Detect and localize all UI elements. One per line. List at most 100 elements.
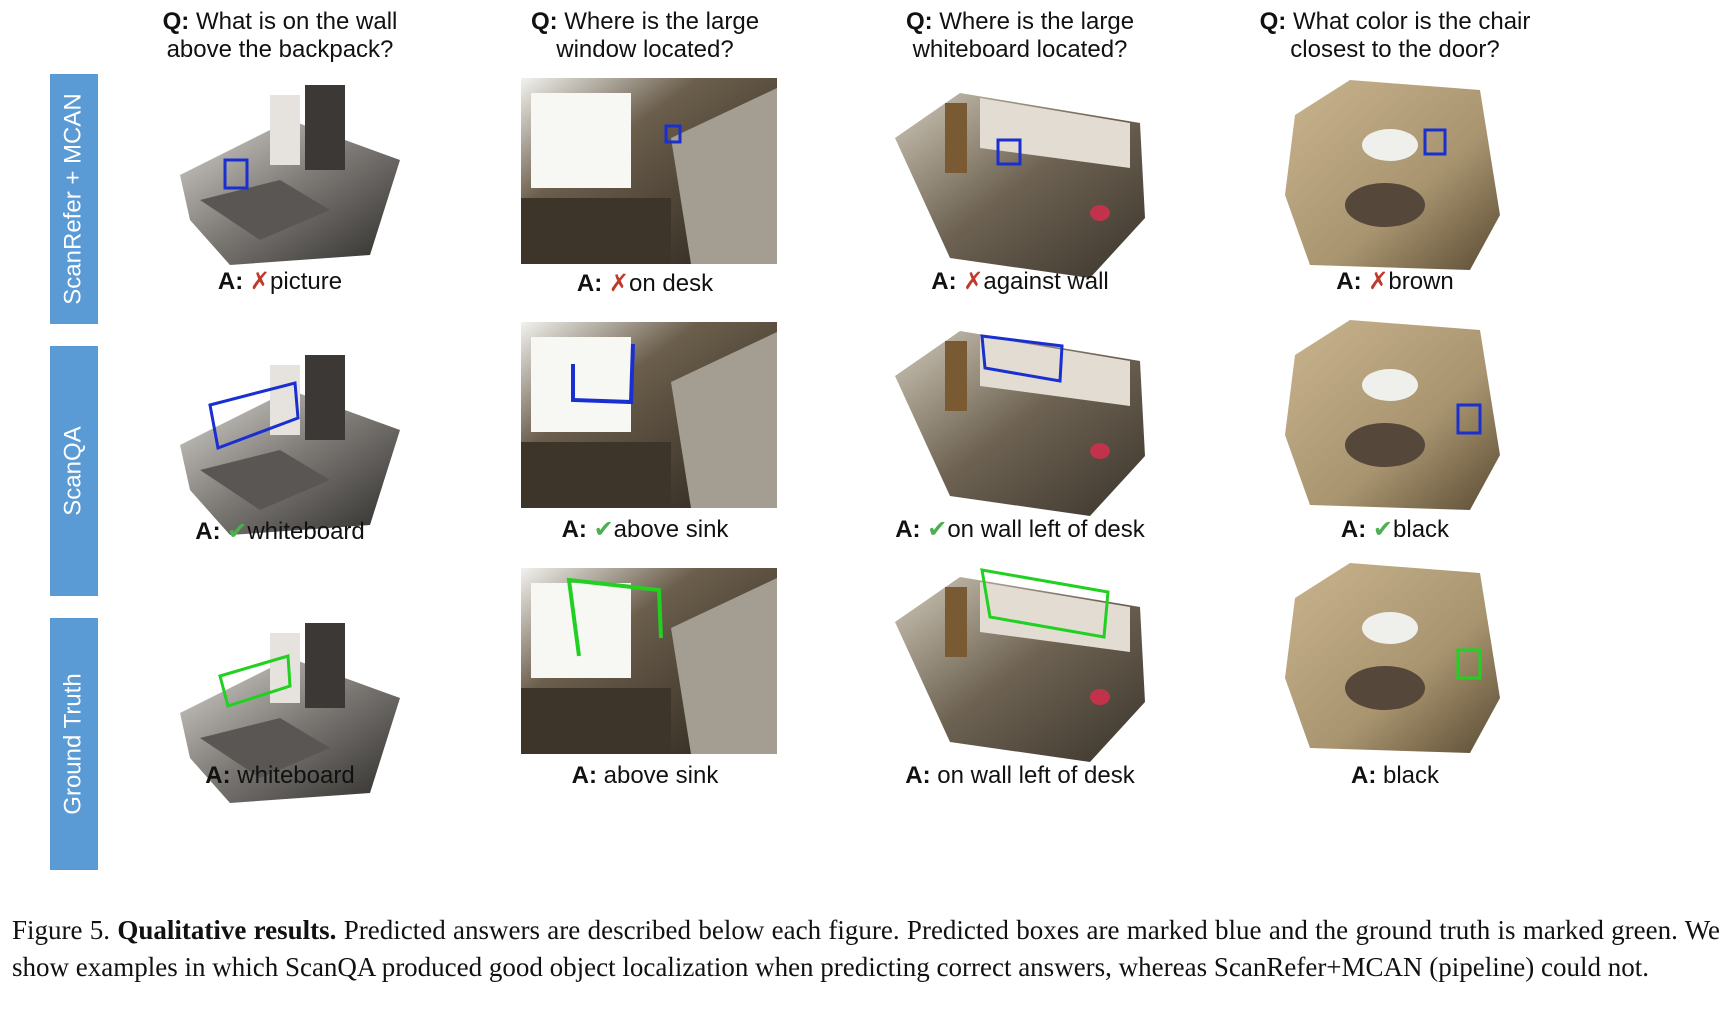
scene-room-kitchen bbox=[170, 618, 410, 808]
question-line1: What color is the chair bbox=[1292, 8, 1531, 35]
answer-prefix: A: bbox=[571, 762, 597, 789]
answer-row1-col4: A: ✗brown bbox=[1230, 268, 1560, 296]
answer-prefix: A: bbox=[895, 516, 921, 543]
scene-room-kitchen bbox=[170, 350, 410, 540]
answer-prefix: A: bbox=[561, 516, 587, 543]
figure-caption: Figure 5. Qualitative results. Predicted… bbox=[12, 912, 1720, 986]
question-line2: closest to the door? bbox=[1290, 36, 1500, 63]
predicted-box bbox=[664, 124, 682, 144]
row-label-scanqa: ScanQA bbox=[50, 346, 98, 596]
answer-text: black bbox=[1382, 762, 1440, 789]
wrong-mark-icon: ✗ bbox=[608, 270, 630, 297]
question-line1: Where is the large bbox=[564, 8, 760, 35]
answer-text: on wall left of desk bbox=[937, 762, 1135, 789]
scene-cafe bbox=[1280, 315, 1510, 515]
answer-prefix: A: bbox=[1340, 516, 1367, 543]
scene-cafe bbox=[1280, 558, 1510, 758]
question-prefix: Q: bbox=[905, 8, 933, 35]
scene-room-kitchen bbox=[170, 80, 410, 270]
caption-body: Predicted answers are described below ea… bbox=[12, 915, 1720, 982]
wrong-mark-icon: ✗ bbox=[963, 268, 984, 295]
answer-text: on wall left of desk bbox=[947, 516, 1145, 543]
ground-truth-box bbox=[566, 577, 663, 657]
answer-row2-col2: A: ✔above sink bbox=[480, 516, 810, 544]
predicted-box bbox=[571, 343, 635, 405]
scene-image bbox=[521, 78, 777, 264]
scene-room-office bbox=[890, 316, 1160, 516]
answer-prefix: A: bbox=[576, 270, 603, 297]
scene-photo-window bbox=[521, 322, 777, 508]
answer-row2-col4: A: ✔black bbox=[1230, 516, 1560, 544]
scene-photo-window bbox=[521, 568, 777, 754]
predicted-box bbox=[208, 381, 300, 451]
answer-row3-col4: A: black bbox=[1230, 762, 1560, 790]
ground-truth-box bbox=[980, 568, 1110, 639]
scene-image bbox=[1285, 80, 1500, 270]
question-line1: What is on the wall bbox=[195, 8, 398, 35]
wrong-mark-icon: ✗ bbox=[249, 268, 271, 295]
answer-row1-col2: A: ✗on desk bbox=[480, 270, 810, 298]
question-line2: above the backpack? bbox=[166, 36, 394, 63]
answer-text: brown bbox=[1388, 268, 1454, 295]
check-mark-icon: ✔ bbox=[593, 516, 614, 543]
answer-text: whiteboard bbox=[247, 518, 365, 545]
row-label-scanrefer-mcan: ScanRefer + MCAN bbox=[50, 74, 98, 324]
question-col-4: Q: What color is the chair closest to th… bbox=[1230, 8, 1560, 64]
answer-text: above sink bbox=[603, 762, 719, 789]
predicted-box bbox=[1423, 128, 1447, 156]
figure-number: Figure 5. bbox=[12, 915, 111, 945]
scene-image bbox=[895, 331, 1145, 516]
answer-text: on desk bbox=[629, 270, 714, 297]
caption-title: Qualitative results. bbox=[117, 915, 337, 945]
scene-image bbox=[1285, 563, 1500, 753]
answer-row3-col1: A: whiteboard bbox=[115, 762, 445, 790]
answer-prefix: A: bbox=[1350, 762, 1377, 789]
scene-image bbox=[521, 568, 777, 754]
row-label-text: ScanRefer + MCAN bbox=[60, 93, 87, 305]
scene-room-office bbox=[890, 562, 1160, 762]
question-col-3: Q: Where is the large whiteboard located… bbox=[855, 8, 1185, 64]
answer-prefix: A: bbox=[905, 762, 931, 789]
answer-text: picture bbox=[270, 268, 343, 295]
question-prefix: Q: bbox=[530, 8, 558, 35]
row-label-text: ScanQA bbox=[60, 426, 88, 516]
scene-image bbox=[180, 623, 400, 803]
question-line2: whiteboard located? bbox=[912, 36, 1128, 63]
row-label-text: Ground Truth bbox=[60, 673, 88, 815]
row-label-ground-truth: Ground Truth bbox=[50, 618, 98, 870]
answer-prefix: A: bbox=[1336, 268, 1362, 295]
answer-row3-col2: A: above sink bbox=[480, 762, 810, 790]
scene-image bbox=[180, 355, 400, 535]
scene-image bbox=[895, 93, 1145, 278]
question-line1: Where is the large bbox=[939, 8, 1135, 35]
wrong-mark-icon: ✗ bbox=[1368, 268, 1389, 295]
predicted-box bbox=[996, 138, 1022, 166]
question-prefix: Q: bbox=[162, 8, 190, 35]
scene-room-office bbox=[890, 78, 1160, 278]
ground-truth-box bbox=[218, 654, 292, 708]
answer-row1-col3: A: ✗against wall bbox=[855, 268, 1185, 296]
answer-row2-col3: A: ✔on wall left of desk bbox=[855, 516, 1185, 544]
scene-image bbox=[895, 568, 1145, 762]
question-col-2: Q: Where is the large window located? bbox=[480, 8, 810, 64]
answer-prefix: A: bbox=[931, 268, 957, 295]
check-mark-icon: ✔ bbox=[227, 518, 248, 545]
answer-text: against wall bbox=[983, 268, 1109, 295]
question-line2: window located? bbox=[556, 36, 734, 63]
predicted-box bbox=[223, 158, 249, 190]
answer-row2-col1: A: ✔whiteboard bbox=[115, 518, 445, 546]
answer-prefix: A: bbox=[195, 518, 221, 545]
answer-text: whiteboard bbox=[237, 762, 355, 789]
answer-prefix: A: bbox=[217, 268, 244, 295]
answer-text: above sink bbox=[613, 516, 729, 543]
question-col-1: Q: What is on the wall above the backpac… bbox=[115, 8, 445, 64]
answer-row1-col1: A: ✗picture bbox=[115, 268, 445, 296]
check-mark-icon: ✔ bbox=[927, 516, 948, 543]
answer-prefix: A: bbox=[205, 762, 231, 789]
ground-truth-box bbox=[1456, 648, 1482, 680]
scene-image bbox=[521, 322, 777, 508]
predicted-box bbox=[980, 334, 1064, 383]
answer-row3-col3: A: on wall left of desk bbox=[855, 762, 1185, 790]
scene-cafe bbox=[1280, 75, 1510, 275]
scene-image bbox=[1285, 320, 1500, 510]
